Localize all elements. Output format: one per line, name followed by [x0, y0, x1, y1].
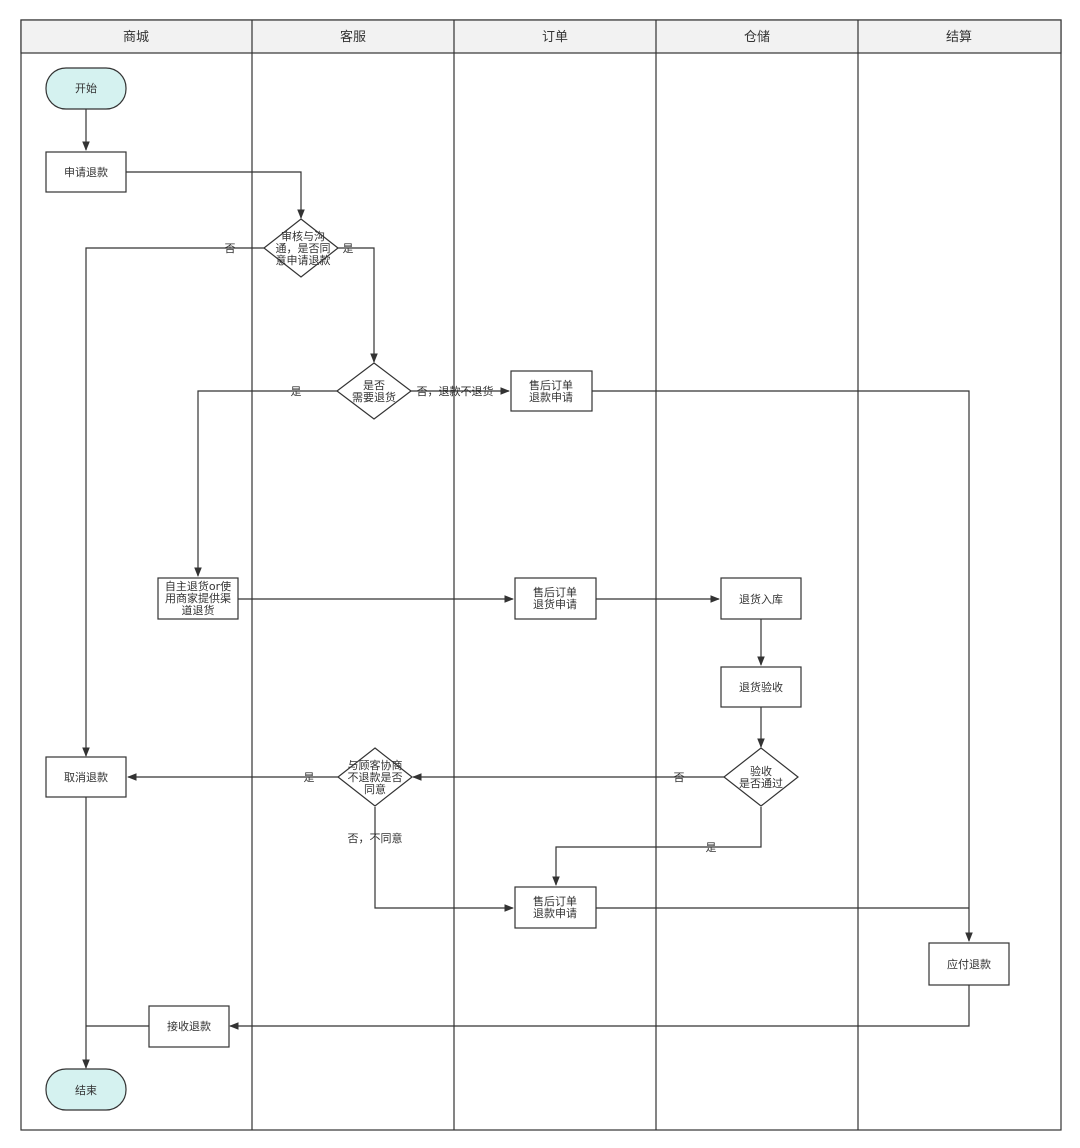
return-inspect-label: 退货验收: [739, 680, 783, 694]
edge-pass-yes-to-aftersale-refund: [552, 807, 762, 886]
edge-label-need-return-yes: 是: [291, 385, 302, 398]
aftersale-refund-top-box: [510, 370, 593, 412]
node-label-line: 退货验收: [739, 680, 783, 694]
self-return-label: 自主退货or使用商家提供渠道退货: [165, 579, 231, 617]
review-label: 审核与沟通，是否同意申请退款: [276, 229, 331, 267]
payable-refund-label: 应付退款: [947, 957, 991, 971]
cancel-refund-label: 取消退款: [64, 770, 108, 784]
receive-refund-box: [148, 1005, 230, 1048]
end-terminal: [45, 1068, 127, 1111]
aftersale-return-label: 售后订单退货申请: [533, 585, 577, 611]
aftersale-refund-bottom-label: 售后订单退款申请: [533, 894, 577, 920]
need-return-label: 是否需要退货: [352, 379, 396, 404]
edge-payable-to-receive: [229, 985, 970, 1030]
node-label-line: 售后订单: [533, 894, 577, 908]
edge-need-return-yes-to-self-return: [194, 390, 338, 577]
aftersale-refund-top-label: 售后订单退款申请: [529, 378, 573, 404]
lane-header-bar: [20, 19, 1062, 54]
inspect-pass-label: 验收是否通过: [739, 764, 783, 790]
node-label-line: 不退款是否: [348, 770, 403, 784]
receive-refund-label: 接收退款: [167, 1019, 211, 1033]
pool-frame: [20, 19, 1062, 1131]
edge-review-no-to-cancel: [82, 247, 266, 757]
edge-label-review-no: 否: [225, 242, 236, 255]
edge-label-inspect-yes: 是: [706, 841, 717, 854]
node-label-line: 需要退货: [352, 390, 396, 404]
aftersale-refund-bottom-box: [514, 886, 597, 929]
return-instock-box: [720, 577, 802, 620]
apply-refund-box: [45, 151, 127, 193]
node-label-line: 自主退货or使: [165, 579, 231, 593]
negotiate-decision: [337, 747, 413, 807]
end-label: 结束: [75, 1084, 97, 1097]
edge-label-need-return-no: 否，退款不退货: [417, 384, 494, 398]
node-label-line: 与顾客协商: [348, 758, 403, 772]
node-label-line: 审核与沟: [281, 229, 325, 243]
inspect-pass-decision: [723, 747, 799, 807]
node-label-line: 道退货: [182, 603, 215, 617]
cancel-refund-box: [45, 756, 127, 798]
node-label-line: 是否通过: [739, 777, 783, 790]
node-label-line: 退款申请: [533, 906, 577, 920]
node-label-line: 是否: [363, 379, 385, 392]
node-label-line: 售后订单: [529, 378, 573, 392]
lane-label-service: 客服: [340, 29, 366, 45]
node-label-line: 通，是否同: [276, 242, 331, 255]
start-label: 开始: [75, 81, 97, 95]
aftersale-return-box: [514, 577, 597, 620]
node-label-line: 申请退款: [64, 165, 108, 179]
need-return-decision: [336, 362, 412, 420]
node-label-line: 同意: [364, 782, 386, 796]
edge-label-inspect-no: 否: [674, 771, 685, 784]
node-label-line: 取消退款: [64, 770, 108, 784]
negotiate-label: 与顾客协商不退款是否同意: [348, 758, 403, 796]
node-label-line: 意申请退款: [276, 253, 331, 267]
edge-apply-to-review: [126, 171, 305, 219]
edge-review-yes-to-need-return: [338, 247, 378, 363]
edge-negotiate-no-to-aftersale-refund: [374, 807, 514, 912]
return-instock-label: 退货入库: [739, 592, 783, 606]
edge-label-negotiate-no: 否，不同意: [348, 831, 403, 845]
payable-refund-box: [928, 942, 1010, 986]
apply-refund-label: 申请退款: [64, 165, 108, 179]
return-inspect-box: [720, 666, 802, 708]
lane-label-warehouse: 仓储: [744, 30, 770, 45]
lane-label-order: 订单: [542, 30, 568, 45]
node-label-line: 售后订单: [533, 585, 577, 599]
self-return-box: [157, 577, 239, 620]
lane-label-settlement: 结算: [946, 30, 972, 45]
edge-label-negotiate-yes: 是: [304, 771, 315, 784]
node-label-line: 接收退款: [167, 1019, 211, 1033]
lane-label-mall: 商城: [123, 30, 149, 45]
node-label-line: 退货申请: [533, 597, 577, 611]
node-label-line: 退款申请: [529, 390, 573, 404]
review-decision: [263, 218, 339, 278]
edge-label-review-yes: 是: [343, 242, 354, 255]
node-label-line: 验收: [750, 764, 772, 778]
node-label-line: 用商家提供渠: [165, 591, 231, 605]
node-label-line: 应付退款: [947, 957, 991, 971]
edge-aftersale-refund-to-payable: [592, 390, 973, 942]
node-label-line: 退货入库: [739, 592, 783, 606]
start-terminal: [45, 67, 127, 110]
